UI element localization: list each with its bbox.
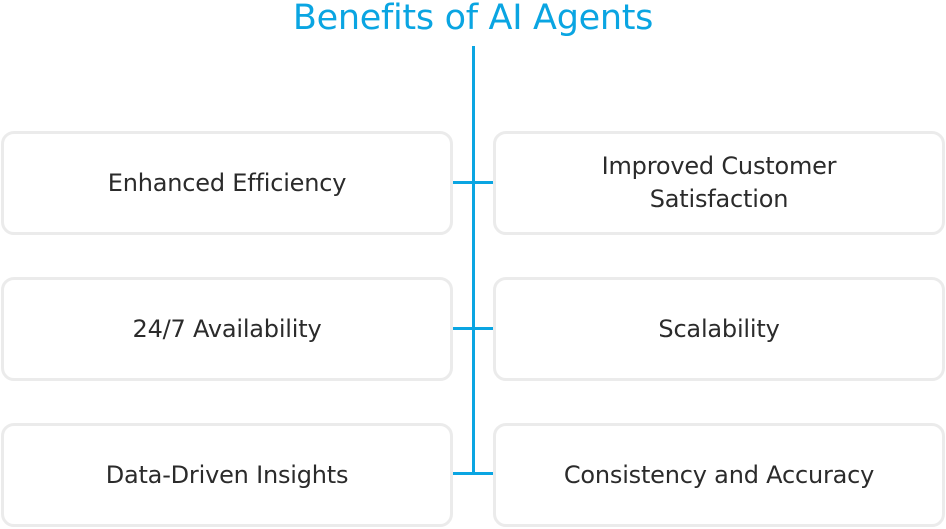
branch-connector-row-3 bbox=[453, 472, 493, 475]
benefit-card-24-7-availability: 24/7 Availability bbox=[1, 277, 453, 381]
benefit-label: Consistency and Accuracy bbox=[563, 460, 875, 489]
benefit-label: Enhanced Efficiency bbox=[107, 168, 347, 197]
benefit-label: Data-Driven Insights bbox=[105, 460, 349, 489]
benefit-label: 24/7 Availability bbox=[132, 314, 322, 343]
benefit-card-improved-customer-satisfaction: Improved Customer Satisfaction bbox=[493, 131, 945, 235]
branch-connector-row-1 bbox=[453, 181, 493, 184]
benefit-label: Scalability bbox=[658, 314, 780, 343]
branch-connector-row-2 bbox=[453, 327, 493, 330]
benefit-card-enhanced-efficiency: Enhanced Efficiency bbox=[1, 131, 453, 235]
benefit-card-data-driven-insights: Data-Driven Insights bbox=[1, 423, 453, 527]
central-connector-line bbox=[471, 46, 475, 474]
benefit-card-consistency-and-accuracy: Consistency and Accuracy bbox=[493, 423, 945, 527]
benefit-card-scalability: Scalability bbox=[493, 277, 945, 381]
benefit-label: Improved Customer Satisfaction bbox=[601, 152, 837, 213]
diagram-title: Benefits of AI Agents bbox=[292, 0, 654, 38]
